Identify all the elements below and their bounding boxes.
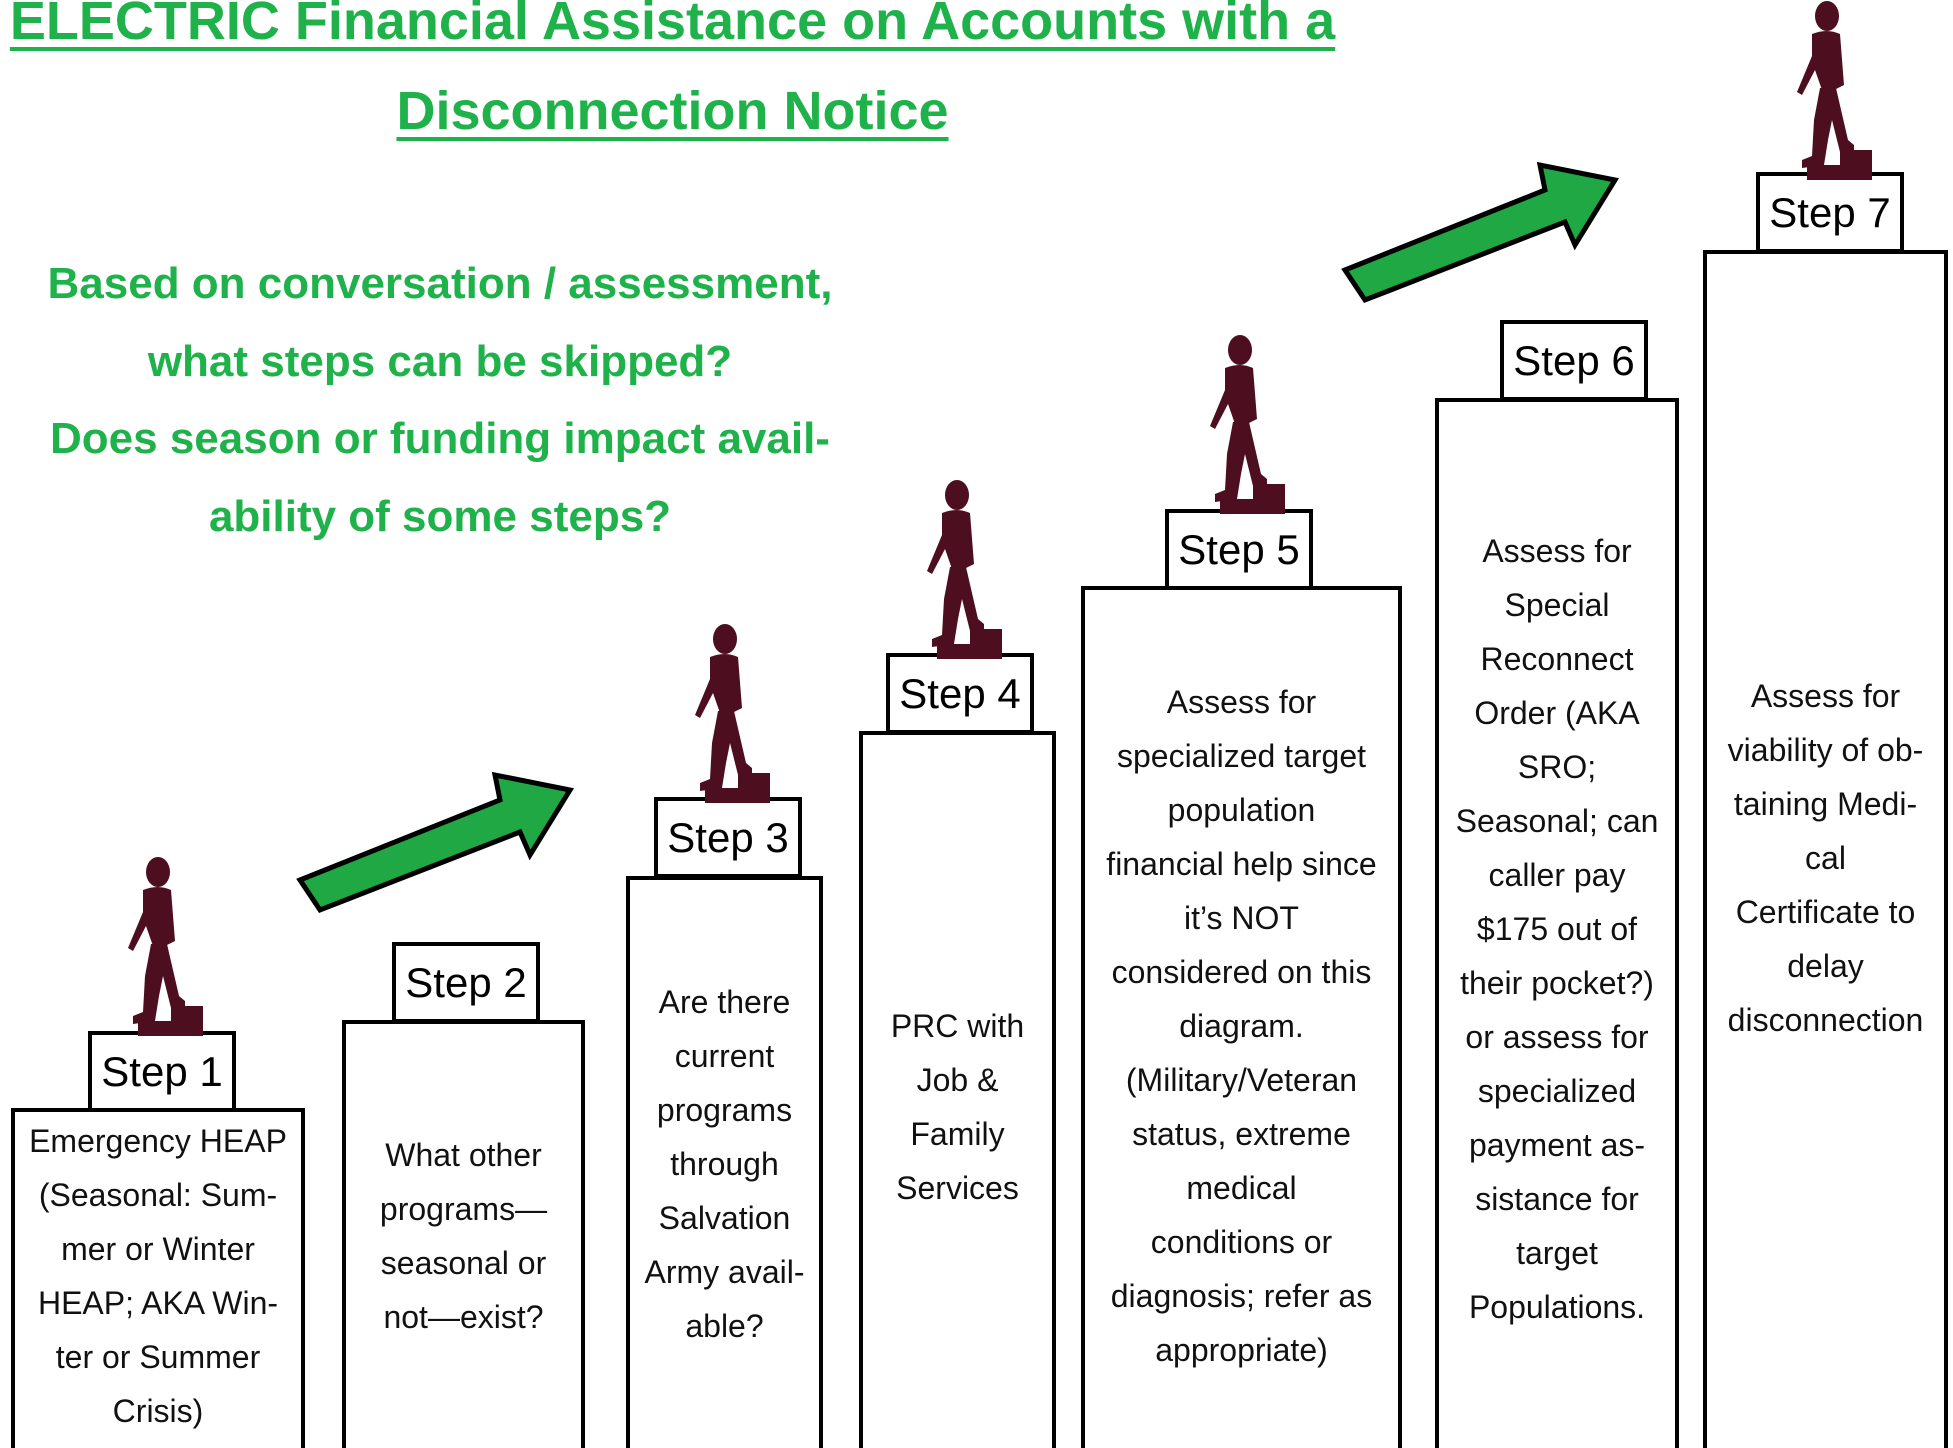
step-6-label: Step 6 xyxy=(1500,320,1648,401)
person-climbing-stairs-icon xyxy=(1797,1,1872,180)
person-climbing-stairs-icon xyxy=(1210,335,1285,514)
step-7-pillar: Assess for viability of ob- taining Medi… xyxy=(1703,250,1948,1448)
step-3-description: Are there current programs through Salva… xyxy=(644,984,805,1344)
step-6-description: Assess for Special Reconnect Order (AKA … xyxy=(1455,533,1659,1325)
step-5-description: Assess for specialized target population… xyxy=(1106,684,1377,1368)
step-7-description: Assess for viability of ob- taining Medi… xyxy=(1727,678,1924,1038)
step-2-label: Step 2 xyxy=(392,942,540,1023)
step-1-description: Emergency HEAP (Seasonal: Sum- mer or Wi… xyxy=(29,1123,287,1429)
progress-arrow-icon xyxy=(1341,161,1620,304)
person-climbing-stairs-icon xyxy=(927,480,1002,659)
guiding-question-line-2: what steps can be skipped? xyxy=(147,337,733,386)
step-7-label: Step 7 xyxy=(1756,172,1904,253)
guiding-question-line-4: ability of some steps? xyxy=(208,492,672,541)
guiding-question-line-3: Does season or funding impact avail- xyxy=(50,414,830,463)
person-climbing-stairs-icon xyxy=(695,624,770,803)
step-5-label: Step 5 xyxy=(1165,509,1313,590)
step-3-pillar: Are there current programs through Salva… xyxy=(626,876,823,1448)
diagram-title-line-2: Disconnection Notice xyxy=(396,81,949,141)
step-2-description: What other programs— seasonal or not—exi… xyxy=(379,1137,548,1335)
step-3-label: Step 3 xyxy=(654,797,802,878)
diagram-title-line-1: ELECTRIC Financial Assistance on Account… xyxy=(9,0,1336,51)
step-6-pillar: Assess for Special Reconnect Order (AKA … xyxy=(1435,398,1679,1448)
guiding-question-line-1: Based on conversation / assessment, xyxy=(47,259,833,308)
progress-arrow-icon xyxy=(296,771,575,914)
step-1-label: Step 1 xyxy=(88,1031,236,1112)
step-2-pillar: What other programs— seasonal or not—exi… xyxy=(342,1020,585,1448)
step-4-pillar: PRC with Job & Family Services xyxy=(859,731,1056,1448)
step-4-label: Step 4 xyxy=(886,653,1034,734)
step-1-pillar: Emergency HEAP (Seasonal: Sum- mer or Wi… xyxy=(11,1108,305,1448)
person-climbing-stairs-icon xyxy=(128,857,203,1036)
step-5-pillar: Assess for specialized target population… xyxy=(1081,586,1402,1448)
step-4-description: PRC with Job & Family Services xyxy=(890,1008,1025,1206)
